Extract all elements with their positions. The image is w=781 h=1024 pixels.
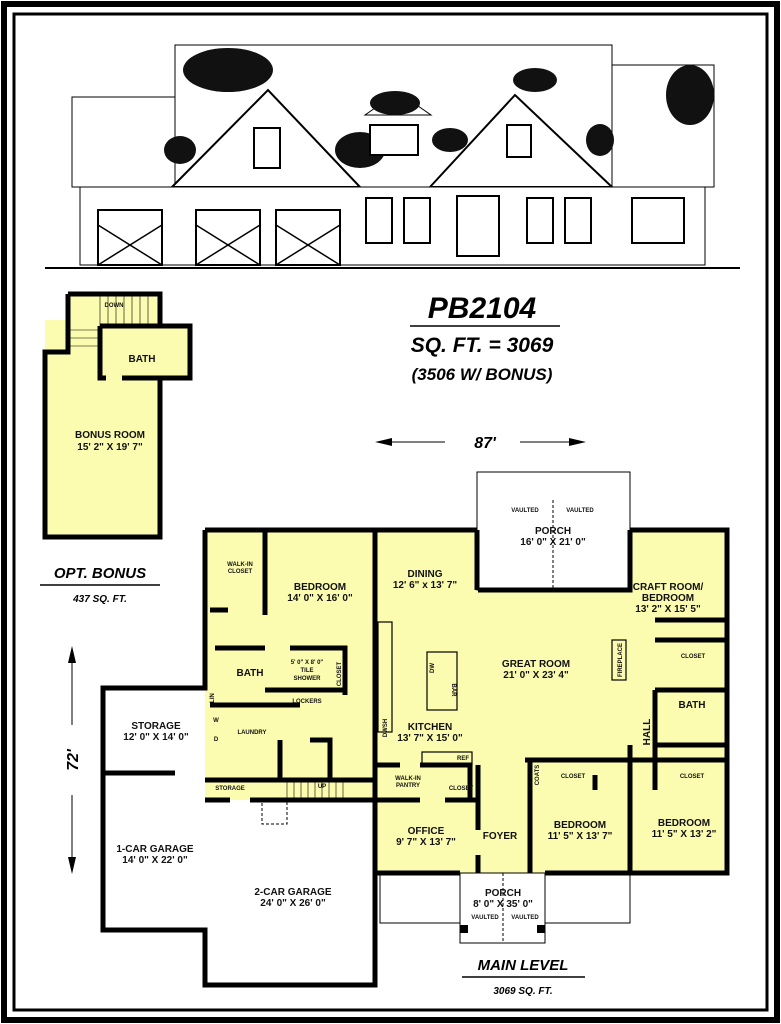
svg-text:CLOSET: CLOSET [681,654,706,660]
dining-label: DINING [408,569,443,580]
hall-label: HALL [642,719,653,746]
svg-text:COATS: COATS [535,765,541,786]
inner-frame [12,12,769,1012]
svg-text:13' 7" X 15' 0": 13' 7" X 15' 0" [397,733,463,744]
main-level-sqft: 3069 SQ. FT. [493,986,552,997]
svg-text:12' 0" X 14' 0": 12' 0" X 14' 0" [123,732,189,743]
svg-text:11' 5" X 13' 7": 11' 5" X 13' 7" [548,831,613,842]
svg-text:5' 0" X 8' 0": 5' 0" X 8' 0" [291,660,324,666]
svg-text:STORAGE: STORAGE [215,786,245,792]
svg-text:21' 0" X 23' 4": 21' 0" X 23' 4" [503,670,569,681]
svg-text:72': 72' [65,748,82,771]
sqft-with-bonus: (3506 W/ BONUS) [412,365,553,384]
svg-text:LAUNDRY: LAUNDRY [237,730,266,736]
svg-text:WALK-IN: WALK-IN [395,776,421,782]
kitchen-label: KITCHEN [408,722,452,733]
svg-text:8' 0" X 35' 0": 8' 0" X 35' 0" [473,899,533,910]
svg-text:24' 0" X 26' 0": 24' 0" X 26' 0" [260,898,326,909]
svg-text:DOWN: DOWN [105,303,124,309]
room-labels: BEDROOM 14' 0" X 16' 0" DINING 12' 6" x … [116,508,716,921]
bonus-bath-label: BATH [128,354,155,365]
svg-text:16' 0" X 21' 0": 16' 0" X 21' 0" [520,537,586,548]
bedroom-2-label: BEDROOM [554,820,606,831]
front-porch-label: PORCH [485,888,521,899]
svg-text:VAULTED: VAULTED [511,915,539,921]
garage-1-label: 1-CAR GARAGE [116,844,194,855]
svg-text:CLOSET: CLOSET [561,774,586,780]
svg-text:87': 87' [474,435,497,452]
svg-text:BEDROOM: BEDROOM [642,593,694,604]
office-label: OFFICE [408,826,445,837]
svg-text:CLOSET: CLOSET [337,662,343,687]
master-bath-label: BATH [236,668,263,679]
svg-text:12' 6" x 13' 7": 12' 6" x 13' 7" [393,580,458,591]
opt-bonus-title: OPT. BONUS [54,565,146,582]
foyer-label: FOYER [483,831,518,842]
svg-text:CLOSET: CLOSET [449,786,474,792]
hall-bath-label: BATH [678,700,705,711]
fixture-labels: WALK-IN CLOSET 5' 0" X 8' 0" TILE SHOWER… [210,562,705,792]
svg-text:14' 0" X 16' 0": 14' 0" X 16' 0" [287,593,353,604]
svg-text:TILE: TILE [301,668,314,674]
depth-dimension: 72' [65,646,82,874]
svg-text:DW: DW [430,663,436,673]
svg-text:CLOSET: CLOSET [680,774,705,780]
svg-text:VAULTED: VAULTED [566,508,594,514]
opt-bonus-sqft: 437 SQ. FT. [72,594,127,605]
svg-text:9' 7" X 13' 7": 9' 7" X 13' 7" [396,837,456,848]
svg-text:13' 2" X 15' 5": 13' 2" X 15' 5" [635,604,701,615]
svg-text:11' 5" X 13' 2": 11' 5" X 13' 2" [652,829,717,840]
bonus-plan: DOWN BATH BONUS ROOM 15' 2" X 19' 7" [42,291,193,540]
plan-number: PB2104 [428,292,537,325]
garage-2-label: 2-CAR GARAGE [254,887,332,898]
great-room-label: GREAT ROOM [502,659,570,670]
main-level-title: MAIN LEVEL [478,957,569,974]
svg-text:SHOWER: SHOWER [294,676,322,682]
rear-porch-label: PORCH [535,526,571,537]
svg-text:WALK-IN: WALK-IN [227,562,253,568]
svg-text:DWSH: DWSH [383,719,389,737]
svg-text:LIN: LIN [210,693,216,703]
svg-text:15' 2" X 19' 7": 15' 2" X 19' 7" [77,442,143,453]
bedroom-3-label: BEDROOM [658,818,710,829]
bonus-room-label: BONUS ROOM [75,430,145,441]
svg-text:CLOSET: CLOSET [228,569,253,575]
storage-label: STORAGE [131,721,181,732]
svg-text:14' 0" X 22' 0": 14' 0" X 22' 0" [122,855,188,866]
svg-text:D: D [214,737,219,743]
craft-room-label: CRAFT ROOM/ [633,582,704,593]
main-plan [100,471,730,988]
svg-text:VAULTED: VAULTED [511,508,539,514]
svg-text:W: W [213,718,219,724]
svg-text:VAULTED: VAULTED [471,915,499,921]
svg-text:LOCKERS: LOCKERS [292,699,321,705]
svg-text:PANTRY: PANTRY [396,783,420,789]
svg-text:REF: REF [457,756,469,762]
sqft-total: SQ. FT. = 3069 [411,334,554,357]
svg-text:FIREPLACE: FIREPLACE [618,643,624,677]
svg-text:UP: UP [318,784,326,790]
front-elevation [45,44,740,269]
width-dimension: 87' [375,435,586,452]
master-bedroom-label: BEDROOM [294,582,346,593]
svg-text:BAR: BAR [450,684,456,698]
